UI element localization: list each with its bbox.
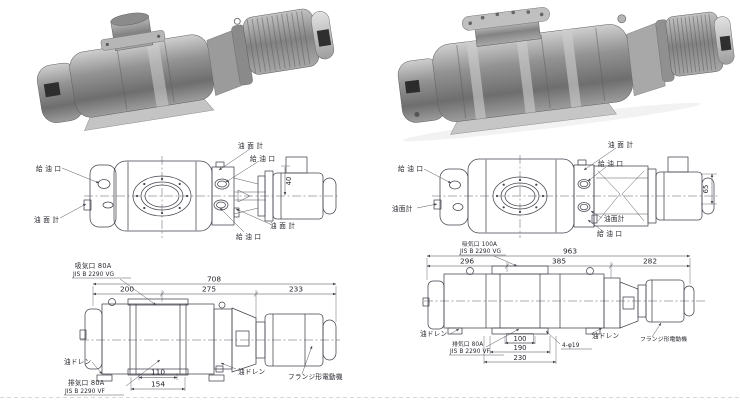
oil-filler-label: 給 油 口 xyxy=(598,159,623,168)
nameplate xyxy=(43,82,61,98)
width-dim: 110 xyxy=(151,368,165,377)
exhaust-jis-label: JIS B 2290 VF xyxy=(64,389,105,395)
exhaust-flange-outline xyxy=(127,368,189,376)
oil-drain-label: 油ドレン xyxy=(238,367,266,376)
oil-filler-port xyxy=(577,179,591,189)
intake-flange-outline xyxy=(491,265,549,275)
intake-jis-label: JIS B 2290 VG xyxy=(459,249,502,255)
oil-gauge-label: 油 面 計 xyxy=(238,141,263,150)
shaft-height-dim: 40 xyxy=(285,177,293,186)
oil-filler-port xyxy=(449,180,461,190)
intake-jis-label: JIS B 2290 VG xyxy=(72,272,115,278)
exhaust-port-label: 排気口 80A xyxy=(452,340,483,348)
nameplate xyxy=(404,79,421,94)
foot xyxy=(96,374,113,382)
flange-motor-label: フランジ形電動機 xyxy=(640,335,687,343)
intake-flange-outline xyxy=(127,298,189,306)
left-dimension-drawing: 吸気口 80A JIS B 2290 VG 708 200 275 233 xyxy=(64,261,343,396)
segment-dim: 275 xyxy=(202,285,216,294)
exhaust-flange-outline xyxy=(491,327,549,335)
coupling-housing xyxy=(206,29,243,96)
flange-bolts xyxy=(495,178,545,214)
oil-drain-label: 油ドレン xyxy=(420,329,448,338)
width-dim: 190 xyxy=(514,344,527,352)
oil-drain-label: 油ドレン xyxy=(592,331,620,340)
pump-photo-right xyxy=(397,7,735,142)
segment-dim: 385 xyxy=(552,257,566,266)
pump-photo-left xyxy=(36,8,335,131)
shaft-height-dim: 65 xyxy=(702,185,710,194)
left-side-view-drawing: 40 給 油 口 油 面 計 油 面 計 給 油 口 油 面 計 給 油 口 xyxy=(34,141,338,241)
oil-drain-label: 油ドレン xyxy=(64,357,92,366)
oil-filler-label: 給 油 口 xyxy=(250,154,275,163)
suction-flange xyxy=(132,175,192,217)
right-dimension-drawing: 吸気口 100A JIS B 2290 VG 963 296 385 282 xyxy=(420,240,706,364)
oil-filler-label: 給 油 口 xyxy=(597,229,622,238)
oil-filler-port xyxy=(214,178,230,190)
oil-gauge-label: 油 面 計 xyxy=(34,215,59,224)
intake-port-label: 吸気口 100A xyxy=(462,240,497,248)
width-dim: 100 xyxy=(514,335,527,343)
foot xyxy=(447,327,463,335)
oil-gauge-label: 油面計 xyxy=(604,214,625,223)
segment-dim: 233 xyxy=(289,285,303,294)
oil-gauge-label: 油面計 xyxy=(392,204,413,213)
overall-length-dim: 708 xyxy=(207,275,221,284)
intake-port-label: 吸気口 80A xyxy=(75,261,112,270)
right-side-view-drawing: 65 給 油 口 油面計 油 面 計 給 油 口 油面計 給 油 口 xyxy=(392,140,718,238)
oil-filler-label: 給 油 口 xyxy=(236,232,261,241)
suction-flange xyxy=(492,176,548,216)
flange-motor-label: フランジ形電動機 xyxy=(288,372,343,381)
motor-ribs xyxy=(668,14,717,75)
motor-ribs xyxy=(246,11,311,74)
oil-gauge-label: 油 面 計 xyxy=(608,140,633,149)
exhaust-port-label: 排気口 80A xyxy=(68,378,105,387)
segment-dim: 200 xyxy=(120,285,134,294)
overall-length-dim: 963 xyxy=(563,247,577,256)
flange-bolts xyxy=(135,177,189,215)
oil-filler-port xyxy=(97,179,111,189)
oil-gauge-label: 油 面 計 xyxy=(270,221,295,230)
oil-filler-label: 給 油 口 xyxy=(36,164,61,173)
terminal-box xyxy=(719,35,732,51)
foot xyxy=(208,374,225,382)
oil-gauge-port xyxy=(577,202,591,212)
intake-flange xyxy=(100,30,166,51)
oil-filler-label: 給 油 口 xyxy=(398,164,423,173)
segment-dim: 296 xyxy=(460,257,474,266)
coupling-housing xyxy=(626,22,666,97)
width-dim: 154 xyxy=(151,380,165,389)
foot xyxy=(585,327,601,335)
oil-gauge-port xyxy=(213,199,229,211)
terminal-box xyxy=(316,29,332,47)
terminal-box-outline xyxy=(285,156,308,174)
bolt-holes-label: 4-φ19 xyxy=(562,343,580,349)
exhaust-jis-label: JIS B 2290 VF xyxy=(449,349,490,355)
segment-dim: 282 xyxy=(643,257,657,266)
terminal-box-outline xyxy=(667,156,689,173)
width-dim: 230 xyxy=(514,354,527,362)
